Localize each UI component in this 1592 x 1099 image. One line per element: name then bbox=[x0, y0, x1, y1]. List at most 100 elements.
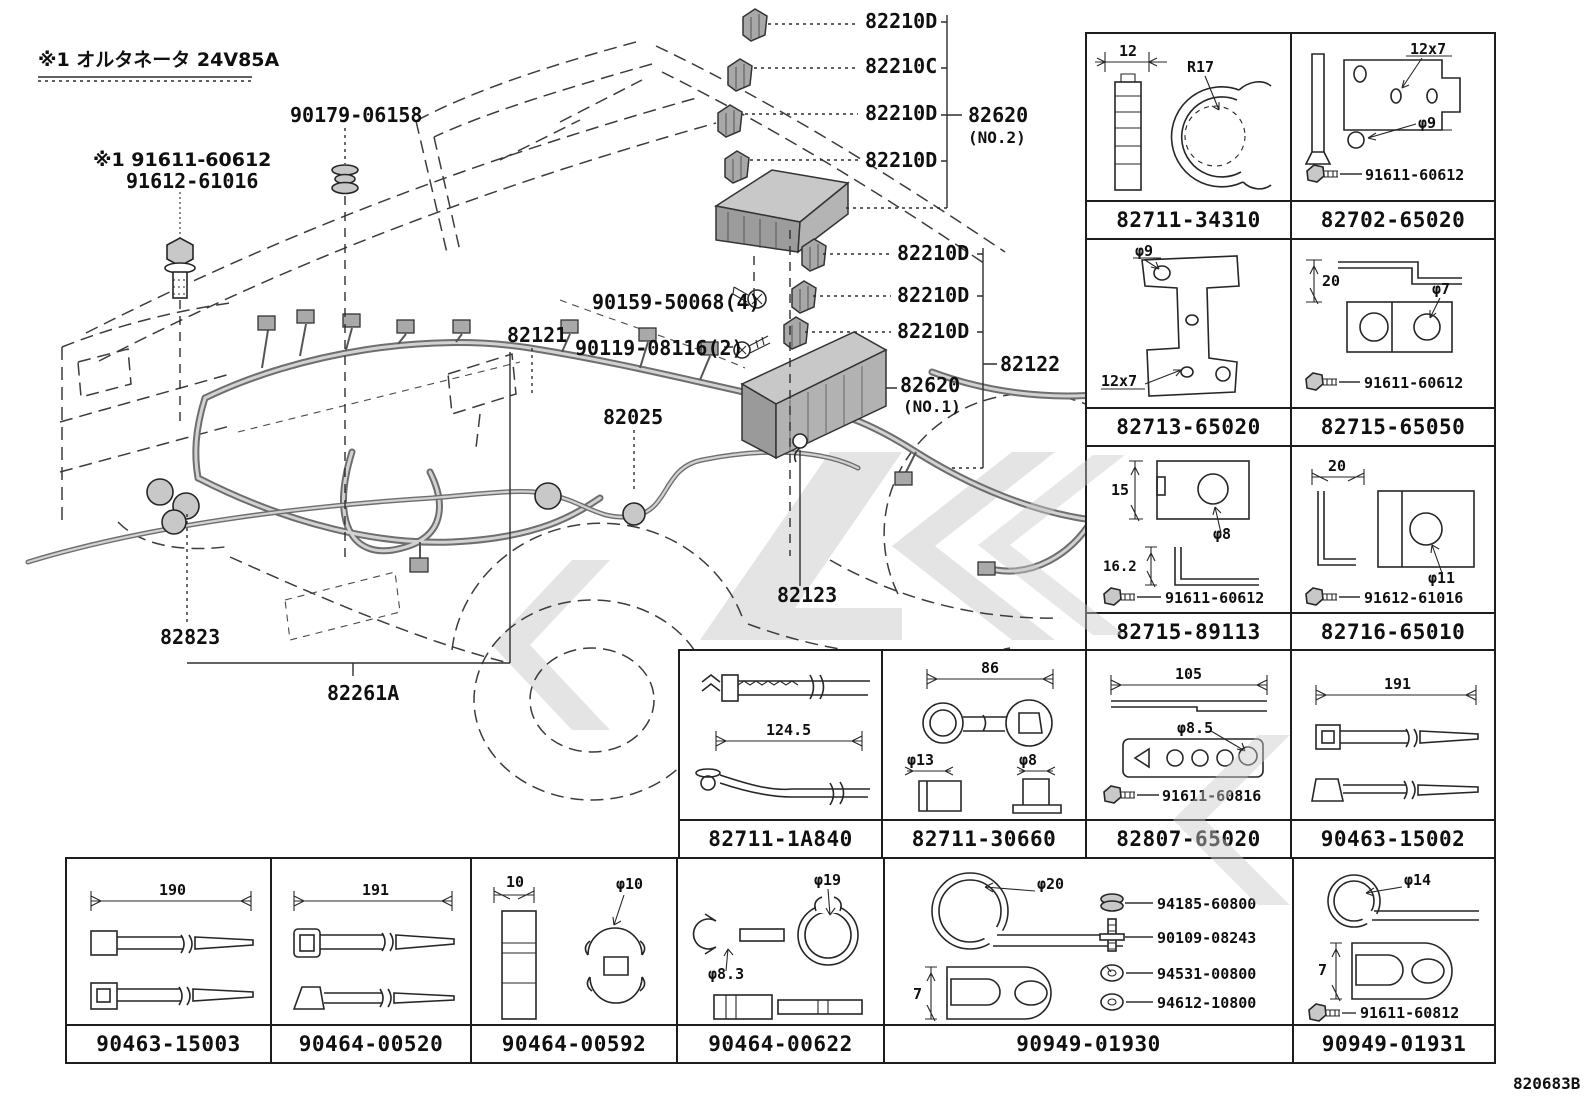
cell-90949-01930: φ20 7 94185-60800 90109-08243 94531-0080… bbox=[883, 857, 1294, 1064]
label-82210d-3: 82210D bbox=[865, 148, 937, 172]
callout-labels: ※1 オルタネータ 24V85A 90179-06158 ※1 91611-60… bbox=[38, 9, 1581, 1093]
cell-90464-00622: φ19 φ8.3 90464-00622 bbox=[676, 857, 885, 1064]
part-number: 82711-30660 bbox=[883, 819, 1085, 857]
bolt-icon bbox=[1305, 372, 1337, 391]
cell-82715-89113: 15 φ8 16.2 91611-60612 82715-89113 bbox=[1085, 445, 1292, 652]
dim-text: φ14 bbox=[1404, 871, 1431, 889]
part-number: 82716-65010 bbox=[1292, 612, 1494, 650]
nut-icon bbox=[1100, 893, 1124, 912]
dim-text: 124.5 bbox=[766, 721, 811, 739]
label-82210d-2: 82210D bbox=[865, 101, 937, 125]
washer-icon bbox=[1100, 993, 1124, 1011]
cell-82711-34310: 12 R17 82711-34310 bbox=[1085, 32, 1292, 240]
hw-part-number: 91611-60816 bbox=[1162, 787, 1261, 805]
dim-text: 86 bbox=[981, 659, 999, 677]
label-82122: 82122 bbox=[1000, 352, 1060, 376]
hw-part-number: 91612-61016 bbox=[1364, 589, 1463, 607]
dim-text: 7 bbox=[1318, 961, 1327, 979]
hw-part-number: 91611-60812 bbox=[1360, 1004, 1459, 1022]
wiring-harness bbox=[25, 309, 1254, 576]
bolt-icon bbox=[1305, 587, 1337, 606]
dim-text: 190 bbox=[159, 881, 186, 899]
bolt-icon bbox=[1308, 1003, 1340, 1022]
sketch-bracket: 15 φ8 16.2 91611-60612 bbox=[1103, 460, 1264, 607]
dim-text: φ8.5 bbox=[1177, 719, 1213, 737]
sketch-cable-tie: 191 bbox=[292, 881, 455, 1010]
label-82210d-1: 82210D bbox=[865, 9, 937, 33]
label-91612: 91612-61016 bbox=[126, 169, 258, 193]
label-82620-no2: 82620 bbox=[968, 103, 1028, 127]
sketch-clamp-hardware: φ20 7 94185-60800 90109-08243 94531-0080… bbox=[913, 872, 1256, 1022]
part-number: 82715-65050 bbox=[1292, 407, 1494, 445]
dim-text: 12x7 bbox=[1101, 372, 1137, 390]
stud-icon bbox=[1099, 918, 1125, 952]
cell-82713-65020: φ9 12x7 82713-65020 bbox=[1085, 238, 1292, 447]
screw-90159 bbox=[732, 286, 767, 309]
dim-text: φ8 bbox=[1019, 751, 1037, 769]
sketch-bracket: 12x7 φ9 91611-60612 bbox=[1304, 40, 1464, 184]
part-number: 82807-65020 bbox=[1087, 819, 1290, 857]
sketch-plate: 105 φ8.5 91611-60816 bbox=[1103, 665, 1268, 805]
bolt-91611 bbox=[164, 192, 196, 299]
part-number: 82711-34310 bbox=[1087, 200, 1290, 238]
sketch-clamp: 12 R17 bbox=[1095, 42, 1272, 191]
label-82210d-4: 82210D bbox=[897, 241, 969, 265]
cell-90463-15003: 190 90463-15003 bbox=[65, 857, 272, 1064]
cell-90464-00520: 191 90464-00520 bbox=[270, 857, 472, 1064]
label-82620-no1: 82620 bbox=[900, 373, 960, 397]
hw-part-number: 94531-00800 bbox=[1157, 965, 1256, 983]
grommet-90179 bbox=[331, 164, 359, 195]
hw-part-number: 94612-10800 bbox=[1157, 994, 1256, 1012]
doc-code: 820683B bbox=[1513, 1074, 1581, 1093]
cell-90464-00592: 10 φ10 90464-00592 bbox=[470, 857, 678, 1064]
dim-text: 105 bbox=[1175, 665, 1202, 683]
sketch-terminal: 86 φ13 φ8 bbox=[904, 659, 1062, 814]
part-number: 82711-1A840 bbox=[680, 819, 881, 857]
leader-lines bbox=[179, 15, 997, 676]
bolt-icon bbox=[1103, 587, 1135, 606]
dim-text: 7 bbox=[913, 985, 922, 1003]
dim-text: φ10 bbox=[616, 875, 643, 893]
cell-82715-65050: 20 φ7 91611-60612 82715-65050 bbox=[1290, 238, 1496, 447]
sketch-bracket: φ9 12x7 bbox=[1101, 242, 1240, 397]
label-82121: 82121 bbox=[507, 323, 567, 347]
grommet bbox=[622, 502, 646, 526]
dim-text: R17 bbox=[1187, 58, 1214, 76]
sketch-clip: 10 φ10 bbox=[493, 873, 646, 1020]
dim-text: 15 bbox=[1111, 481, 1129, 499]
sketch-terminal-clamp: φ19 φ8.3 bbox=[692, 871, 863, 1020]
dim-text: φ9 bbox=[1418, 114, 1436, 132]
dim-text: 20 bbox=[1322, 272, 1340, 290]
dim-text: 12 bbox=[1119, 42, 1137, 60]
dim-text: 16.2 bbox=[1103, 559, 1137, 575]
part-number: 90464-00622 bbox=[678, 1024, 883, 1062]
watermark bbox=[492, 452, 1055, 730]
bolt-90119 bbox=[733, 335, 771, 359]
note-alternator: ※1 オルタネータ 24V85A bbox=[38, 49, 280, 71]
clip-82123 bbox=[792, 433, 808, 463]
bolt-icon bbox=[1306, 164, 1338, 183]
dim-text: φ7 bbox=[1432, 280, 1450, 298]
sketch-cable-tie: 191 bbox=[1311, 675, 1479, 802]
label-82823: 82823 bbox=[160, 625, 220, 649]
sketch-clamp: φ14 7 91611-60812 bbox=[1308, 871, 1479, 1022]
hw-part-number: 90109-08243 bbox=[1157, 929, 1256, 947]
dim-text: 191 bbox=[362, 881, 389, 899]
label-82210c: 82210C bbox=[865, 54, 937, 78]
label-91611-note1: ※1 91611-60612 bbox=[93, 149, 271, 171]
cell-82711-30660: 86 φ13 φ8 82711-30660 bbox=[881, 649, 1087, 859]
cell-90463-15002: 191 90463-15002 bbox=[1290, 649, 1496, 859]
part-number: 82715-89113 bbox=[1087, 612, 1290, 650]
label-90159: 90159-50068(4) bbox=[592, 290, 761, 314]
dim-text: φ8 bbox=[1213, 525, 1231, 543]
fusebox-no1 bbox=[740, 331, 888, 460]
sketch-cable-tie: 190 bbox=[90, 881, 254, 1010]
dim-text: φ13 bbox=[907, 751, 934, 769]
label-90119: 90119-08116(2) bbox=[575, 336, 744, 360]
part-number: 90464-00520 bbox=[272, 1024, 470, 1062]
dim-text: 20 bbox=[1328, 457, 1346, 475]
dim-text: φ19 bbox=[814, 871, 841, 889]
part-number: 90949-01930 bbox=[885, 1024, 1292, 1062]
part-number: 90949-01931 bbox=[1294, 1024, 1494, 1062]
